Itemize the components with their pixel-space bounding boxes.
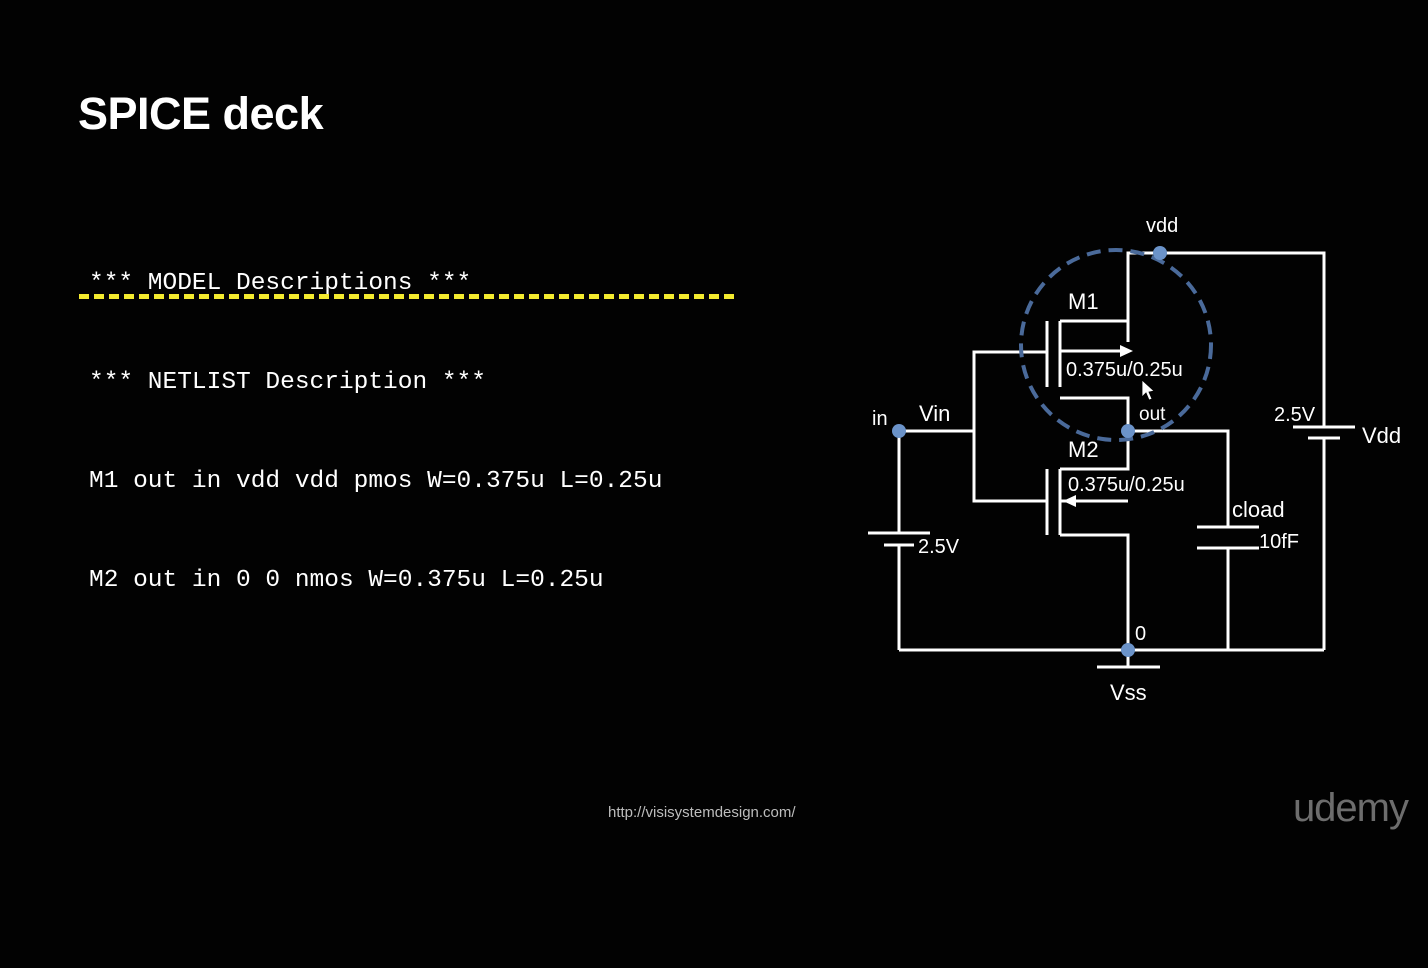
vdd-node-dot — [1153, 246, 1167, 260]
label-vdd-source: Vdd — [1362, 423, 1401, 448]
cmos-inverter-schematic: vdd M1 0.375u/0.25u M2 0.375u/0.25u in V… — [868, 215, 1401, 705]
label-m1-size: 0.375u/0.25u — [1066, 359, 1183, 381]
label-vdd-value: 2.5V — [1274, 404, 1316, 426]
highlight-underline — [79, 294, 734, 299]
nodes — [892, 246, 1167, 657]
out-node-dot — [1121, 424, 1135, 438]
m1-drain — [1060, 396, 1130, 431]
gate-wire — [972, 350, 1047, 503]
code-line-netlist-description: *** NETLIST Description *** — [89, 369, 486, 396]
output-wire — [1128, 429, 1230, 527]
m2-drain — [1060, 431, 1130, 471]
label-vss: Vss — [1110, 680, 1147, 705]
code-line-m1: M1 out in vdd vdd pmos W=0.375u L=0.25u — [89, 468, 663, 495]
code-line-model-descriptions: *** MODEL Descriptions *** — [89, 270, 472, 297]
label-ground-node: 0 — [1135, 623, 1146, 645]
label-m2-size: 0.375u/0.25u — [1068, 474, 1185, 496]
label-m2: M2 — [1068, 437, 1099, 462]
in-node-dot — [892, 424, 906, 438]
label-vin: Vin — [919, 401, 950, 426]
label-m1: M1 — [1068, 289, 1099, 314]
mouse-cursor-icon — [1141, 379, 1155, 401]
m2-source-to-ground — [1060, 533, 1130, 650]
wires — [868, 251, 1355, 669]
footer-url: http://visisystemdesign.com/ — [608, 804, 796, 821]
label-cload-value: 10fF — [1259, 531, 1299, 553]
label-vdd-node: vdd — [1146, 215, 1178, 237]
label-in-node: in — [872, 408, 888, 430]
label-vin-value: 2.5V — [918, 536, 960, 558]
spice-netlist: *** MODEL Descriptions *** *** NETLIST D… — [89, 201, 662, 663]
code-line-m2: M2 out in 0 0 nmos W=0.375u L=0.25u — [89, 567, 604, 594]
m1-source-stub — [1060, 319, 1130, 342]
udemy-logo: udemy — [1292, 786, 1409, 830]
vdd-rail-wire — [1126, 251, 1326, 427]
slide-title: SPICE deck — [78, 88, 324, 139]
ground-node-dot — [1121, 643, 1135, 657]
m1-highlight-circle — [1019, 248, 1213, 442]
label-out-node: out — [1139, 404, 1166, 425]
label-cload: cload — [1232, 497, 1285, 522]
m2-arrow-icon — [1063, 495, 1076, 507]
m1-arrow-icon — [1120, 345, 1133, 357]
